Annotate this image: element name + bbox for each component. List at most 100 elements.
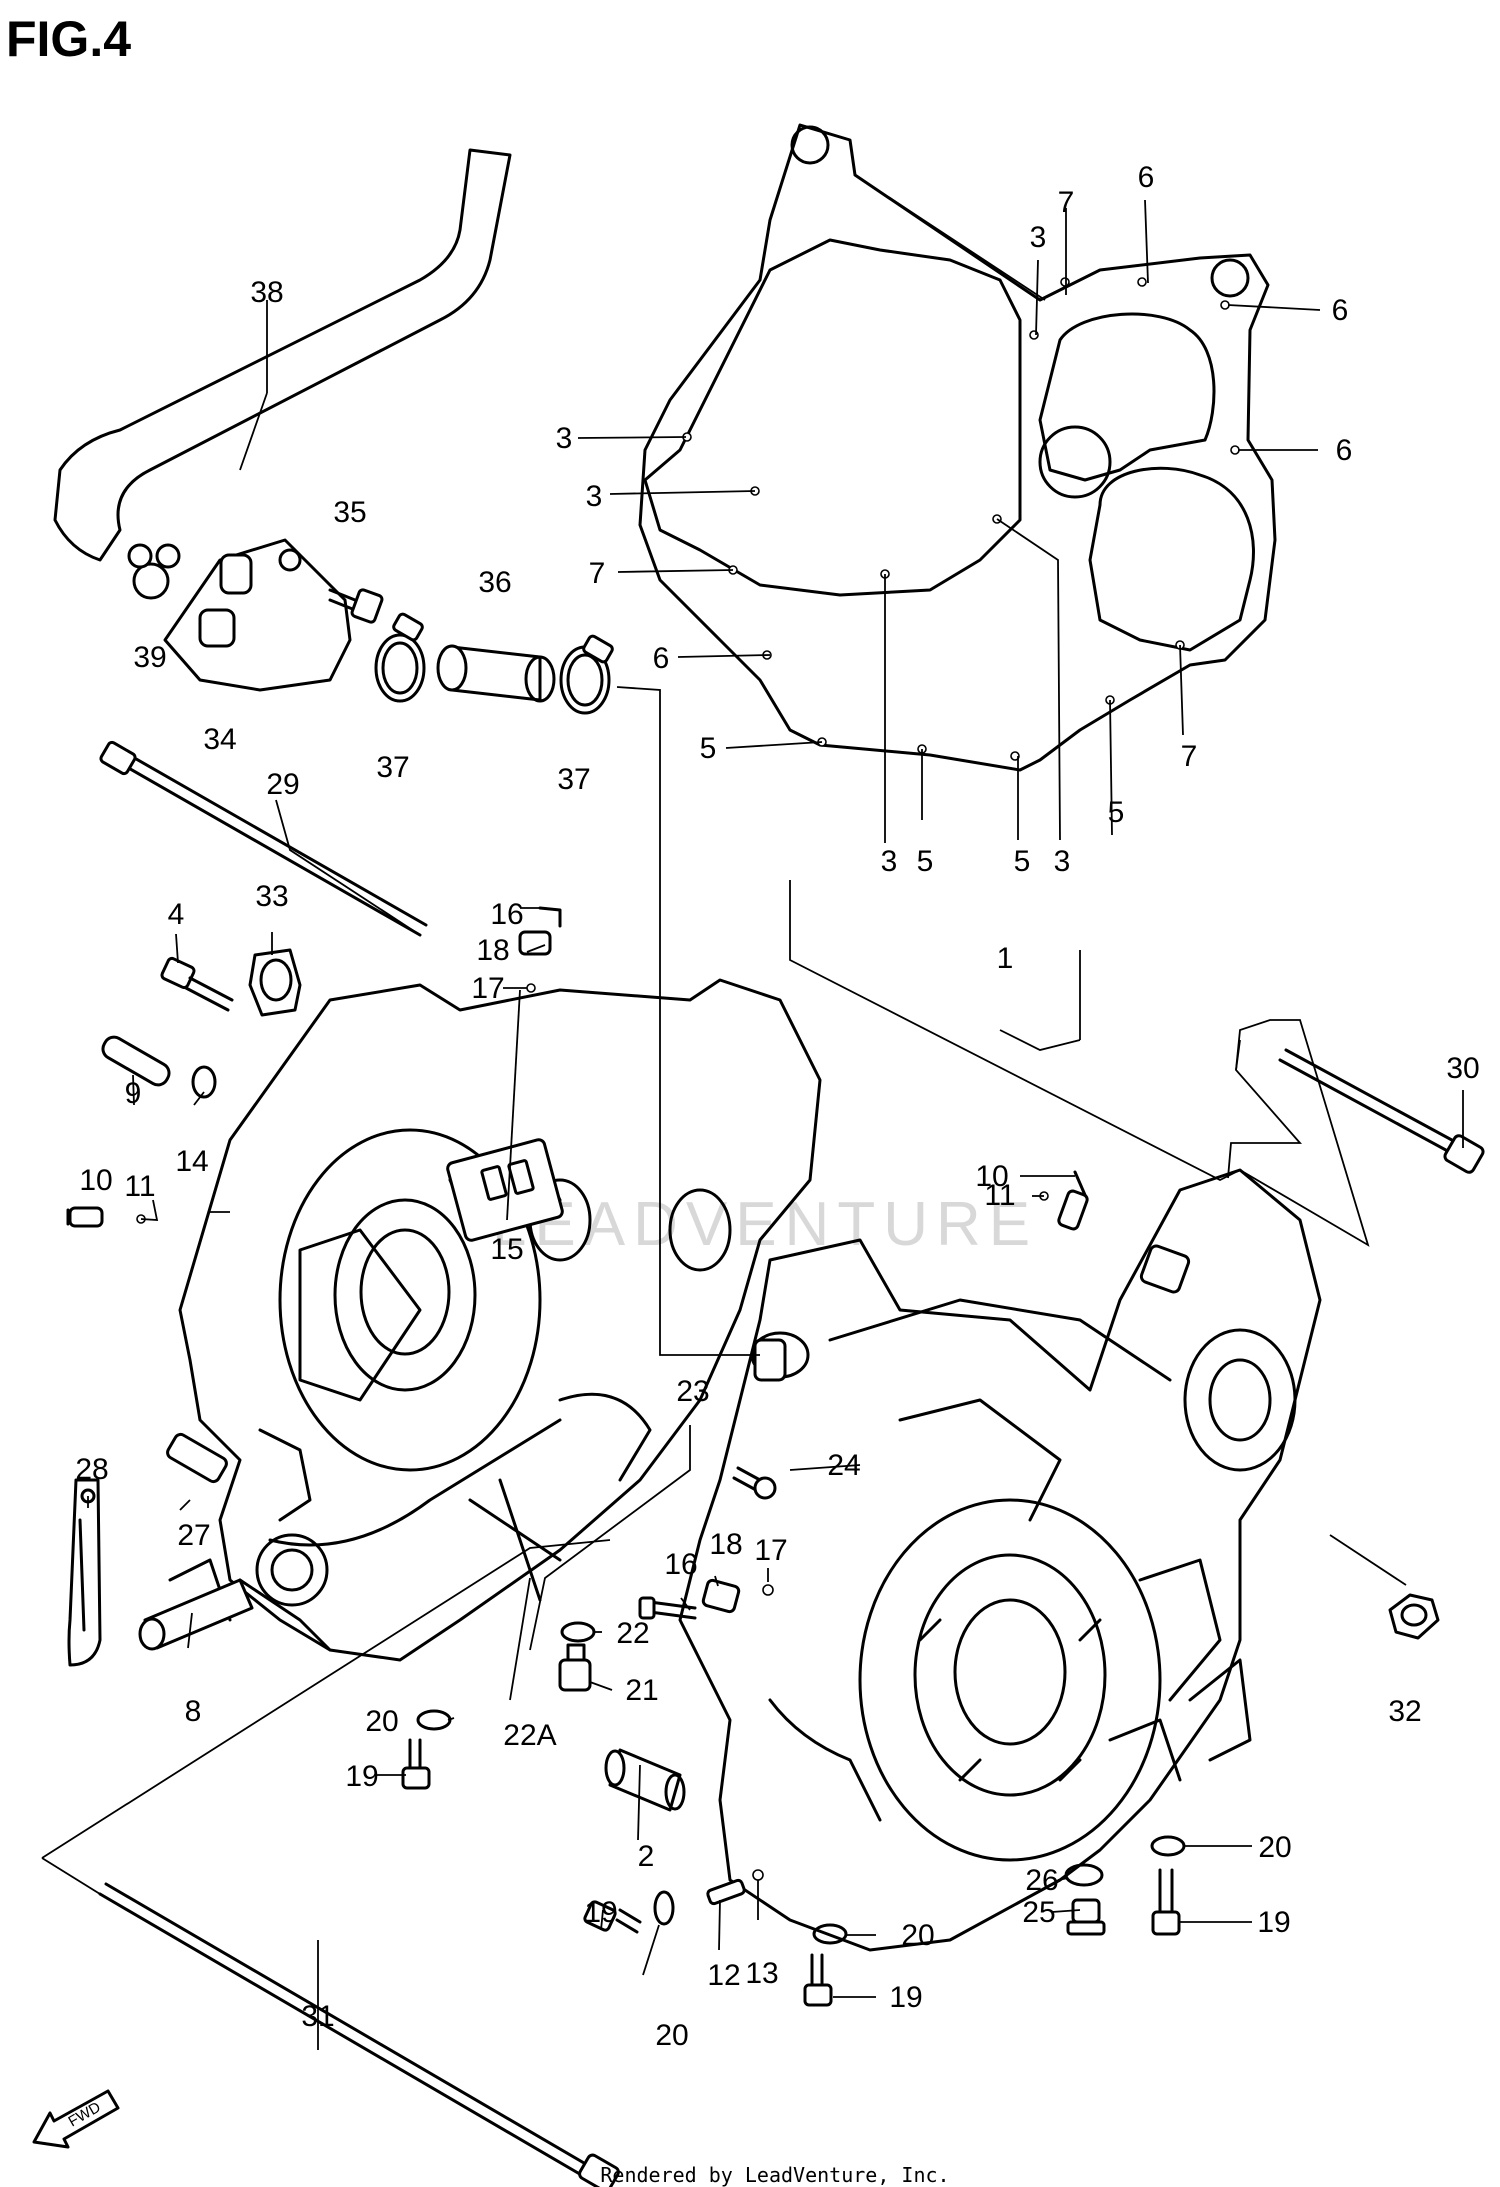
callout-27: 27 xyxy=(177,1519,210,1552)
callout-30: 30 xyxy=(1446,1052,1479,1085)
forward-arrow-icon: FWD xyxy=(32,2089,120,2149)
callout-14: 14 xyxy=(175,1145,208,1178)
callout-5: 5 xyxy=(917,845,934,878)
bolt-35 xyxy=(328,588,384,624)
callout-10: 10 xyxy=(79,1164,112,1197)
callout-17: 17 xyxy=(471,972,504,1005)
shaft-8 xyxy=(138,1533,329,1651)
watermark-text: LEADVENTURE xyxy=(492,1190,1038,1259)
o-ring-13 xyxy=(752,1869,764,1881)
callout-7: 7 xyxy=(1181,740,1198,773)
nut-32 xyxy=(1388,1593,1440,1640)
callout-6: 6 xyxy=(1138,161,1155,194)
callout-5: 5 xyxy=(1108,796,1125,829)
callout-5: 5 xyxy=(700,732,717,765)
callout-18: 18 xyxy=(476,934,509,967)
callout-31: 31 xyxy=(301,2000,334,2033)
callout-24: 24 xyxy=(827,1449,860,1482)
callout-11: 11 xyxy=(124,1170,155,1203)
callout-3: 3 xyxy=(881,845,898,878)
right-crankcase-half xyxy=(678,1168,1322,1952)
sensor-10-right xyxy=(1057,1170,1089,1231)
plug-25 xyxy=(1066,1898,1106,1936)
bolt-19-a xyxy=(401,1738,431,1790)
callout-20: 20 xyxy=(655,2019,688,2052)
callout-26: 26 xyxy=(1025,1864,1058,1897)
dowel-2 xyxy=(604,1748,686,1812)
render-credit: Rendered by LeadVenture, Inc. xyxy=(600,2163,949,2187)
washer-20-a xyxy=(416,1709,452,1731)
callout-labels: 6 7 3 6 6 3 3 7 6 5 3 5 5 3 5 7 38 35 36… xyxy=(75,161,1479,2052)
callout-7: 7 xyxy=(1058,186,1075,219)
bracket-28 xyxy=(67,1478,102,1667)
hose-clamp-left xyxy=(374,612,426,703)
callout-35: 35 xyxy=(333,496,366,529)
bracket-18-upper xyxy=(518,930,552,956)
callout-11: 11 xyxy=(984,1179,1015,1212)
callout-19: 19 xyxy=(584,1896,617,1929)
nipple-12 xyxy=(706,1878,746,1906)
callout-37: 37 xyxy=(557,763,590,796)
callout-32: 32 xyxy=(1388,1695,1421,1728)
connecting-hose xyxy=(436,644,556,703)
bracket-18-lower xyxy=(701,1578,741,1614)
pin-16-lower xyxy=(638,1596,697,1620)
bolt-19-c xyxy=(803,1953,833,2007)
long-stud-29 xyxy=(99,740,428,937)
crankcase-gasket xyxy=(638,123,1277,772)
callout-17: 17 xyxy=(754,1534,787,1567)
callout-8: 8 xyxy=(185,1695,202,1728)
bolt-19-b xyxy=(583,1900,642,1934)
breather-cover xyxy=(163,538,352,692)
callout-10: 10 xyxy=(975,1160,1008,1193)
callout-2: 2 xyxy=(638,1840,655,1873)
callout-20: 20 xyxy=(365,1705,398,1738)
callout-19: 19 xyxy=(889,1981,922,2014)
callout-6: 6 xyxy=(1332,294,1349,327)
washer-26 xyxy=(1064,1863,1104,1887)
callout-36: 36 xyxy=(478,566,511,599)
washer-14 xyxy=(191,1065,217,1099)
callout-4: 4 xyxy=(168,898,185,931)
callout-13: 13 xyxy=(745,1957,778,1990)
callout-5: 5 xyxy=(1014,845,1031,878)
hose-cap xyxy=(127,543,181,600)
switch-10-left xyxy=(66,1206,104,1228)
callout-22: 22 xyxy=(616,1617,649,1650)
long-bolt-31 xyxy=(98,1882,620,2187)
callout-22a: 22A xyxy=(503,1719,556,1752)
valve-23 xyxy=(750,1331,810,1382)
callout-3: 3 xyxy=(1030,221,1047,254)
callout-37: 37 xyxy=(376,751,409,784)
callout-18: 18 xyxy=(709,1528,742,1561)
washer-20-b xyxy=(653,1890,675,1926)
nut-33 xyxy=(248,948,302,1017)
callout-29: 29 xyxy=(266,768,299,801)
callout-16: 16 xyxy=(664,1548,697,1581)
washer-22 xyxy=(560,1621,596,1643)
washer-20-c xyxy=(812,1923,848,1945)
callout-12: 12 xyxy=(707,1959,740,1992)
washer-20-d xyxy=(1150,1835,1186,1857)
callout-6: 6 xyxy=(653,642,670,675)
leader-lines xyxy=(41,199,1464,2050)
callout-1: 1 xyxy=(997,942,1014,975)
callout-15: 15 xyxy=(490,1233,523,1266)
callout-20: 20 xyxy=(901,1919,934,1952)
callout-20: 20 xyxy=(1258,1831,1291,1864)
callout-3: 3 xyxy=(1054,845,1071,878)
callout-33: 33 xyxy=(255,880,288,913)
bolt-4 xyxy=(160,956,234,1012)
bolt-19-d xyxy=(1151,1868,1181,1936)
bolt-24 xyxy=(732,1466,777,1500)
callout-7: 7 xyxy=(589,557,606,590)
figure-title: FIG.4 xyxy=(6,11,131,67)
callout-9: 9 xyxy=(125,1077,142,1110)
dowel-pin-9 xyxy=(101,1035,171,1087)
long-bolt-30 xyxy=(1278,1048,1485,1174)
callout-39: 39 xyxy=(133,641,166,674)
callout-3: 3 xyxy=(556,422,573,455)
callout-25: 25 xyxy=(1022,1896,1055,1929)
left-crankcase-half xyxy=(168,978,822,1662)
